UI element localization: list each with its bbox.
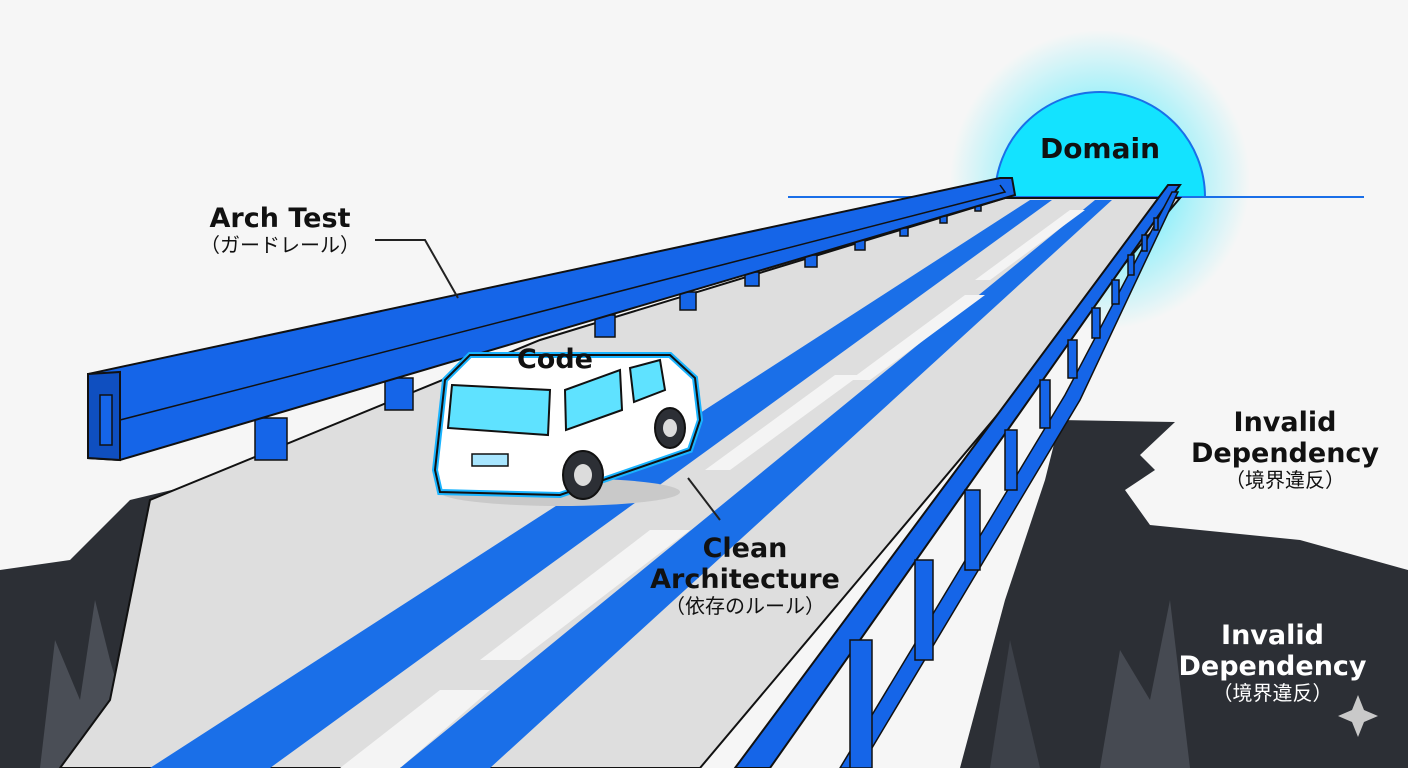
clean-architecture-title-2: Architecture xyxy=(650,564,840,596)
guardrail-post xyxy=(964,489,981,571)
clean-architecture-subtitle: （依存のルール） xyxy=(665,594,825,619)
right-cliff xyxy=(960,420,1408,768)
invalid-dependency-lower-label: Invalid Dependency （境界違反） xyxy=(1165,620,1380,705)
invalid-upper-subtitle: （境界違反） xyxy=(1225,468,1345,493)
domain-label-text: Domain xyxy=(1039,132,1161,165)
guardrail-post xyxy=(254,417,288,461)
right-guardrail xyxy=(733,184,1182,768)
car xyxy=(431,352,704,506)
code-label: Code xyxy=(480,344,630,375)
clean-architecture-label: Clean Architecture （依存のルール） xyxy=(630,533,860,618)
arch-test-callout xyxy=(375,239,459,299)
guardrail-post xyxy=(1004,429,1018,491)
left-guardrail xyxy=(87,177,1017,462)
sparkle-icon xyxy=(1338,695,1378,737)
invalid-dependency-upper-label: Invalid Dependency （境界違反） xyxy=(1180,407,1390,492)
guardrail-post xyxy=(1067,339,1078,379)
guardrail-post xyxy=(1091,307,1101,339)
guardrail-post xyxy=(1039,379,1051,429)
guardrail-post xyxy=(1111,279,1120,305)
clean-architecture-callout xyxy=(687,477,721,521)
arch-test-subtitle: （ガードレール） xyxy=(200,233,360,258)
guardrail-post xyxy=(679,291,697,311)
invalid-upper-line-1: Invalid xyxy=(1233,407,1337,438)
arch-test-title: Arch Test xyxy=(209,203,351,234)
domain-label: Domain xyxy=(1010,132,1190,165)
guardrail-post xyxy=(849,639,873,768)
guardrail-post xyxy=(1127,254,1135,276)
invalid-lower-line-2: Dependency xyxy=(1178,651,1367,683)
guardrail-post xyxy=(384,377,414,411)
code-label-text: Code xyxy=(516,344,593,375)
arch-test-label: Arch Test （ガードレール） xyxy=(170,203,390,257)
invalid-lower-line-1: Invalid xyxy=(1221,620,1324,651)
invalid-lower-subtitle: （境界違反） xyxy=(1212,681,1333,706)
guardrail-post xyxy=(1153,217,1159,231)
guardrail-post xyxy=(1141,234,1148,252)
callout-lines xyxy=(375,239,721,521)
guardrail-post xyxy=(914,559,934,661)
invalid-upper-line-2: Dependency xyxy=(1190,438,1380,470)
clean-architecture-title-1: Clean xyxy=(702,533,788,564)
